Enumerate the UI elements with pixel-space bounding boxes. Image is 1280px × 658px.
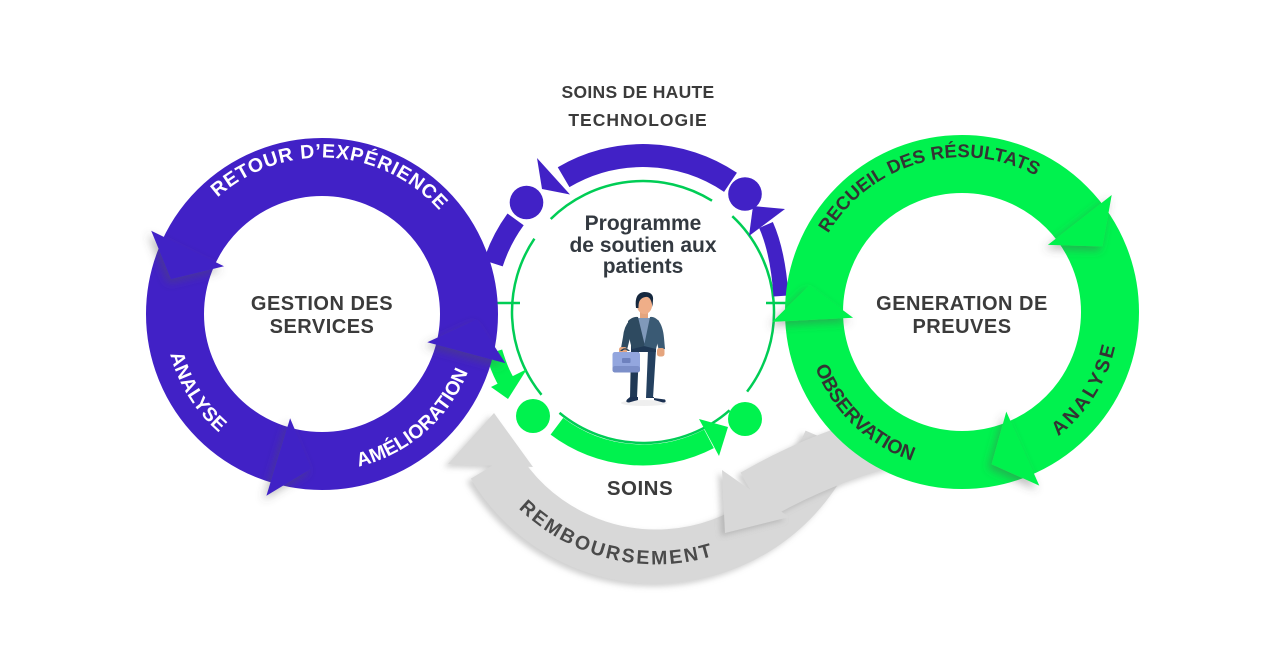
svg-text:SOINS: SOINS [607,477,673,500]
svg-text:GESTION DES: GESTION DES [251,293,393,315]
svg-text:SOINS DE HAUTE: SOINS DE HAUTE [562,82,715,102]
svg-text:de soutien aux: de soutien aux [569,234,716,257]
svg-text:SERVICES: SERVICES [270,316,375,338]
svg-text:TECHNOLOGIE: TECHNOLOGIE [568,110,707,130]
svg-text:patients: patients [603,255,684,278]
svg-text:GENERATION DE: GENERATION DE [876,293,1048,315]
svg-text:Programme: Programme [585,212,702,235]
svg-text:PREUVES: PREUVES [912,316,1011,338]
